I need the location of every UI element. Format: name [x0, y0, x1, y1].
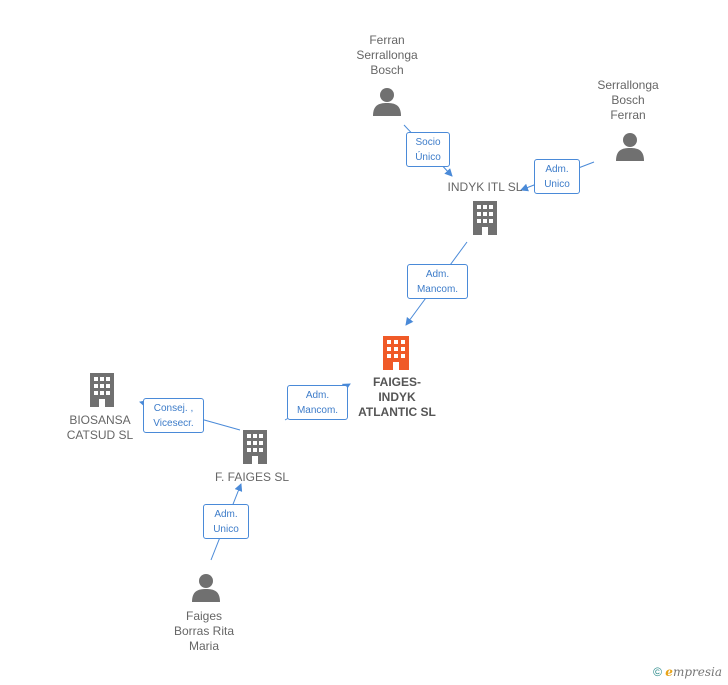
edge-label-adm-mancom-indyk[interactable]: Adm. Mancom.: [407, 264, 468, 299]
building-icon[interactable]: [90, 373, 114, 407]
building-icon[interactable]: [473, 201, 497, 235]
node-label-serrallonga-bosch-ferran[interactable]: Serrallonga Bosch Ferran: [597, 78, 659, 122]
empresia-watermark: © empresia: [653, 665, 722, 679]
node-label-faiges-borras-rita-maria[interactable]: Faiges Borras Rita Maria: [173, 609, 235, 653]
edge-label-adm-unico-indyk[interactable]: Adm. Unico: [534, 159, 580, 194]
node-label-biosansa-catsud[interactable]: BIOSANSA CATSUD SL: [66, 413, 134, 442]
node-label-ferran-serrallonga-bosch[interactable]: Ferran Serrallonga Bosch: [356, 33, 418, 77]
copyright-icon: ©: [653, 665, 662, 679]
edge-label-adm-mancom-ffaiges[interactable]: Adm. Mancom.: [287, 385, 348, 420]
edge-label-consej-vicesecr[interactable]: Consej. , Vicesecr.: [143, 398, 204, 433]
node-label-indyk-itl[interactable]: INDYK ITL SL: [447, 180, 523, 194]
node-label-faiges-indyk-atlantic[interactable]: FAIGES- INDYK ATLANTIC SL: [358, 375, 436, 419]
building-icon-main[interactable]: [383, 336, 409, 370]
building-icon[interactable]: [243, 430, 267, 464]
brand-logo: empresia: [665, 665, 722, 679]
person-icon[interactable]: [616, 133, 644, 161]
person-icon[interactable]: [373, 88, 401, 116]
node-label-f-faiges[interactable]: F. FAIGES SL: [214, 470, 290, 484]
edge-label-adm-unico-ffaiges[interactable]: Adm. Unico: [203, 504, 249, 539]
person-icon[interactable]: [192, 574, 220, 602]
edge-label-socio-unico[interactable]: Socio Único: [406, 132, 450, 167]
